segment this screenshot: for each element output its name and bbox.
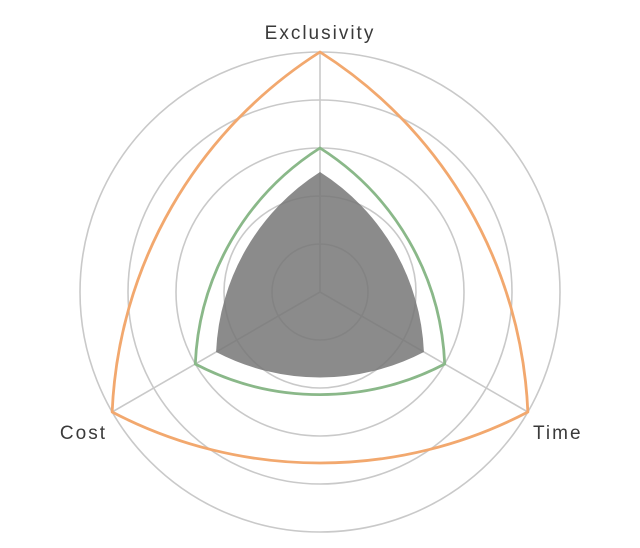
series-1-shape xyxy=(110,50,530,465)
series-1-point-exclusivity xyxy=(318,50,322,54)
series-1-point-cost xyxy=(110,410,114,414)
axis-label-cost: Cost xyxy=(60,423,107,444)
series-2-point-cost xyxy=(194,362,197,366)
series-2-point-time xyxy=(443,362,446,366)
series-2-point-exclusivity xyxy=(318,146,322,150)
series-3-point-exclusivity xyxy=(319,171,321,173)
series-3-shape xyxy=(216,172,424,378)
series-3-point-cost xyxy=(215,351,217,353)
series-1-point-time xyxy=(526,410,530,414)
series-layer xyxy=(110,50,530,465)
series-2-shape xyxy=(193,146,447,396)
axis-labels: Exclusivity Time Cost xyxy=(60,23,583,444)
series-3-point-time xyxy=(423,351,425,353)
axis-label-time: Time xyxy=(533,423,583,444)
axis-label-exclusivity: Exclusivity xyxy=(265,23,376,44)
